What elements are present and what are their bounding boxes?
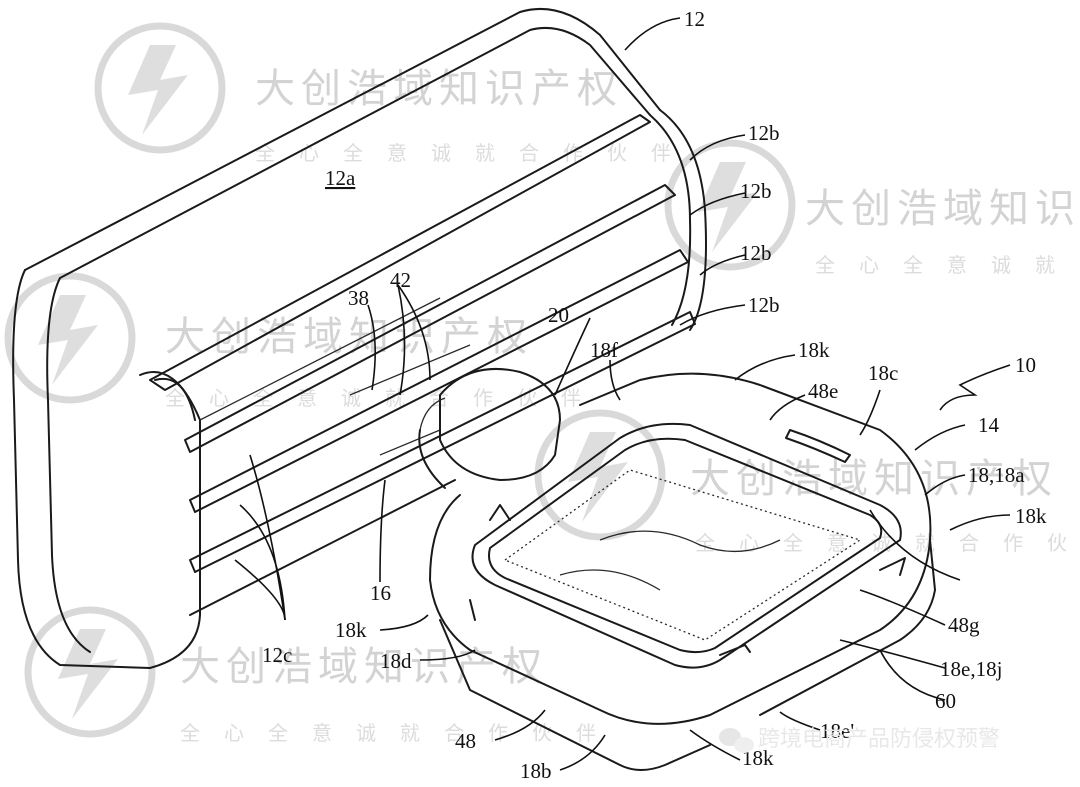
ref-label-18e-prime: 18e' [820,719,854,743]
watermark-subtitle: 全心全意诚就合作伙伴 [255,141,695,165]
ref-label-38: 38 [348,286,369,310]
watermark-logo-icon [94,22,226,154]
ref-label-12a: 12a [325,166,356,190]
ref-label-12b: 12b [740,179,772,203]
ref-label-12b: 12b [740,241,772,265]
ref-label-12b: 12b [748,121,780,145]
ref-label-18k: 18k [1015,504,1047,528]
ref-label-12c: 12c [262,643,292,667]
watermark-logo-icon [24,606,156,738]
ref-label-14: 14 [978,413,1000,437]
watermark-title: 大创浩域知识产权 [165,314,533,360]
watermark-subtitle: 全心全意诚就合作伙伴 [165,386,605,410]
wechat-icon [719,728,754,753]
reference-labels: 12 12a 12b 12b 12b 12b 12c 10 14 16 18b … [262,7,1047,783]
ref-label-16: 16 [370,581,391,605]
ref-label-60: 60 [935,689,956,713]
ref-label-12b: 12b [748,293,780,317]
watermark-logo-icon [534,409,666,541]
watermark-title: 大创浩域知识产权 [180,644,548,690]
footer-channel-text: 跨境电商产品防侵权预警 [758,727,1000,752]
ref-label-48g: 48g [948,613,980,637]
watermark-subtitle: 全心全意诚就合作伙伴 [815,253,1080,277]
watermark-logo-icon [664,139,796,271]
watermark-title: 大创浩域知识产权 [805,186,1080,232]
ref-label-18c: 18c [868,361,898,385]
watermark-subtitle: 全心全意诚就合作伙伴 [180,721,620,745]
litter-box-housing [12,8,707,669]
ref-label-10: 10 [1015,353,1036,377]
watermark-title: 大创浩域知识产权 [255,66,623,112]
ref-label-42: 42 [390,268,411,292]
ref-label-18k: 18k [798,338,830,362]
ref-label-18k: 18k [335,618,367,642]
ref-label-12: 12 [684,7,705,31]
ref-label-18b: 18b [520,759,552,783]
footer-channel-tag: 跨境电商产品防侵权预警 [719,727,1000,753]
watermark-layer: 大创浩域知识产权 全心全意诚就合作伙伴 大创浩域知识产权 全心全意诚就合作伙伴 … [4,22,1080,745]
ref-label-20: 20 [548,303,569,327]
ref-label-48e: 48e [808,379,838,403]
watermark-logo-icon [4,272,136,404]
tray-assembly [418,368,936,771]
watermark-title: 大创浩域知识产权 [690,456,1058,502]
ref-label-48: 48 [455,729,476,753]
leader-lines [234,17,1011,771]
ref-label-18f: 18f [590,338,618,362]
ref-label-18e-18j: 18e,18j [940,657,1002,681]
ref-label-18-18a: 18,18a [968,463,1025,487]
ref-label-18d: 18d [380,649,412,673]
